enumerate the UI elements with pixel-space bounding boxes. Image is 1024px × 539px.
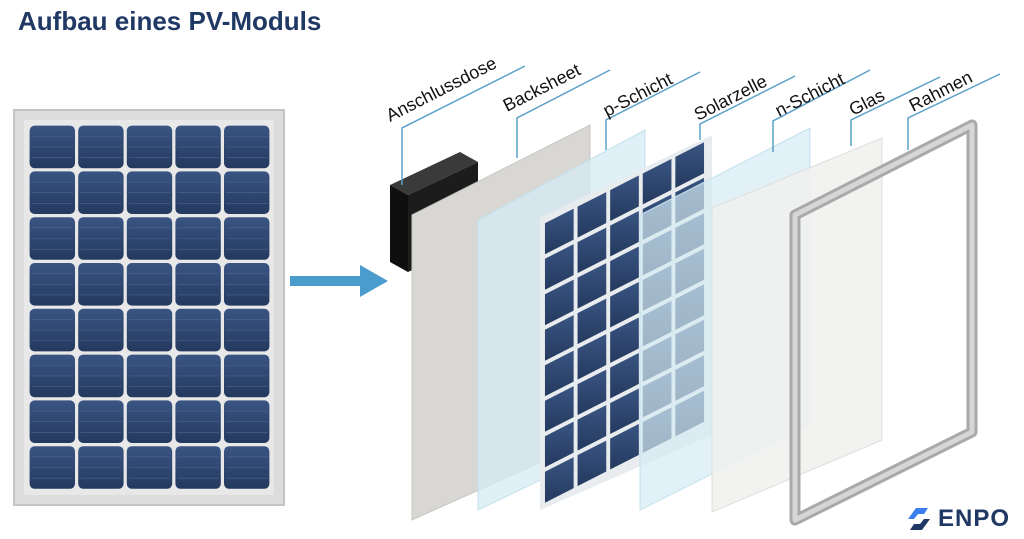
exploded-layers (390, 119, 978, 526)
layer-cell (544, 350, 574, 397)
frame-layer (789, 119, 978, 526)
label-glas: Glas (846, 85, 888, 120)
layer-cell (544, 244, 574, 290)
layer-cell (544, 421, 574, 468)
layer-cell (544, 457, 574, 503)
layer-cell (577, 334, 607, 380)
layer-cell (610, 246, 639, 293)
layer-cell (610, 317, 639, 364)
layer-cell (577, 227, 607, 274)
module-cell-grid (29, 125, 270, 489)
layer-cell (675, 142, 705, 188)
layer-cell (577, 263, 607, 309)
layer-cell (544, 315, 574, 361)
layer-cell (610, 388, 639, 435)
layer-cell (577, 405, 607, 451)
layer-cell (610, 423, 639, 470)
layer-cell (610, 175, 639, 222)
label-solarzelle: Solarzelle (691, 71, 771, 125)
layer-cell (577, 298, 607, 345)
layer-cell (642, 158, 672, 205)
logo-text: ENPO (937, 505, 1010, 532)
label-p-schicht: p-Schicht (600, 69, 676, 121)
layer-cell (577, 440, 607, 487)
layer-cell (610, 210, 639, 257)
layer-cell (610, 352, 639, 399)
label-backsheet: Backsheet (500, 60, 584, 116)
layer-cell (577, 192, 607, 238)
page-title: Aufbau eines PV-Moduls (18, 6, 322, 36)
layer-cell (610, 281, 639, 328)
layer-cell (544, 386, 574, 432)
enpo-logo-icon (907, 508, 930, 530)
layer-cell (544, 279, 574, 326)
arrow-icon (290, 265, 388, 297)
callout-p-schicht: p-Schicht (600, 69, 701, 150)
assembled-module (13, 109, 285, 506)
enpo-logo: ENPO (904, 505, 1010, 533)
layer-cell (544, 208, 574, 255)
layer-cell (577, 369, 607, 416)
label-n-schicht: n-Schicht (772, 69, 848, 121)
label-anschlussdose: Anschlussdose (383, 53, 500, 126)
